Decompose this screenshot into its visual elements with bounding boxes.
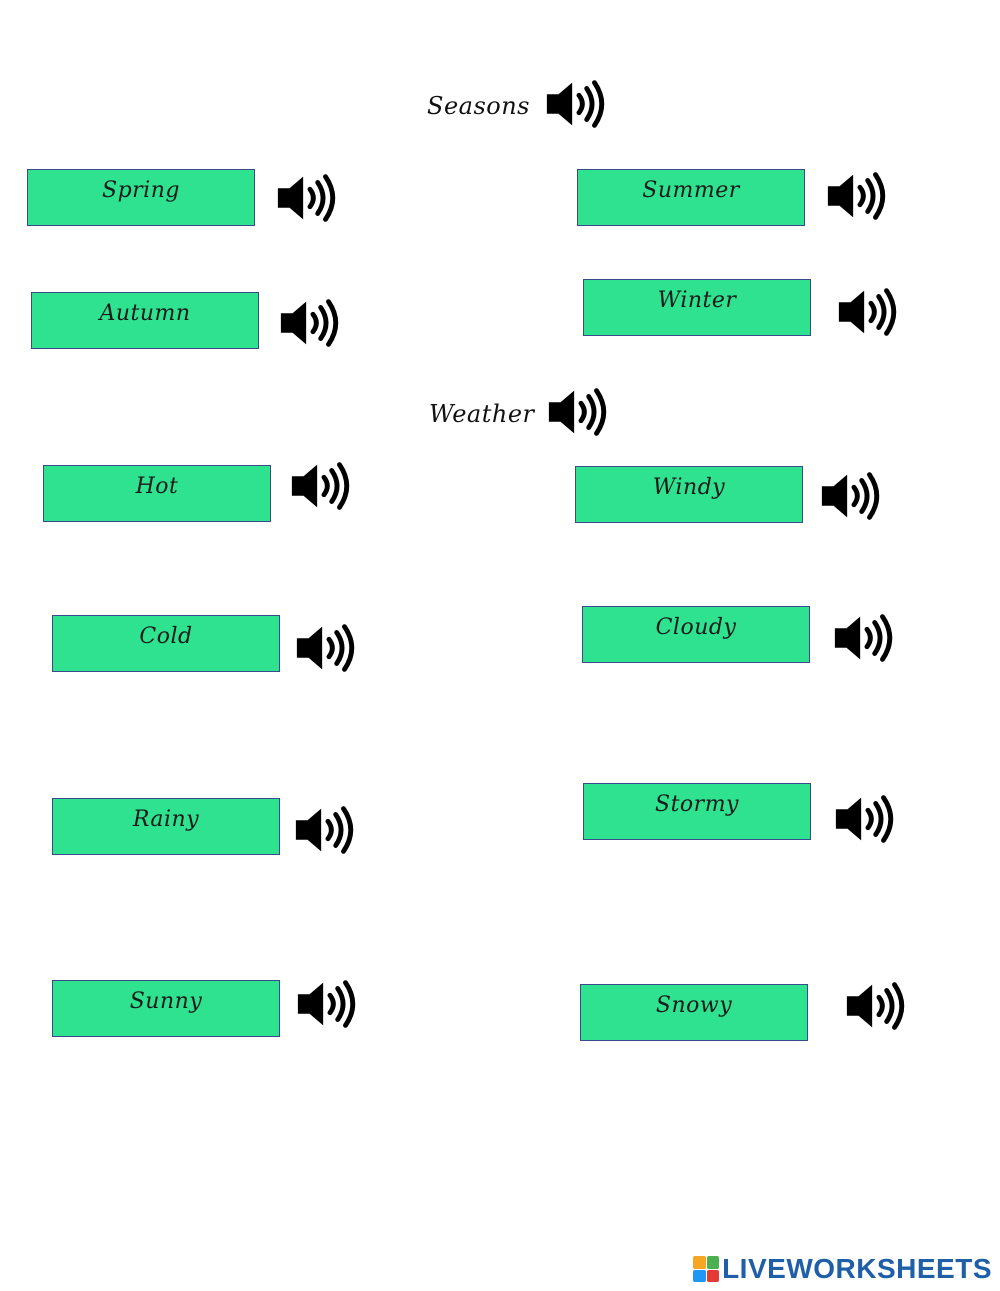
liveworksheets-logo-icon — [693, 1256, 720, 1282]
word-box-winter: Winter — [583, 279, 811, 336]
word-label: Cold — [139, 624, 193, 649]
word-label: Snowy — [655, 993, 733, 1018]
word-box-stormy: Stormy — [583, 783, 811, 840]
stormy-speaker-icon[interactable] — [832, 793, 900, 845]
word-label: Cloudy — [655, 615, 737, 640]
word-label: Autumn — [99, 301, 191, 326]
windy-speaker-icon[interactable] — [818, 470, 886, 522]
liveworksheets-brand[interactable]: LIVEWORKSHEETS — [693, 1253, 992, 1285]
brand-name: LIVEWORKSHEETS — [722, 1253, 992, 1284]
spring-speaker-icon[interactable] — [274, 172, 342, 224]
word-label: Sunny — [129, 989, 203, 1014]
word-box-windy: Windy — [575, 466, 803, 523]
word-label: Winter — [657, 288, 737, 313]
word-box-summer: Summer — [577, 169, 805, 226]
word-box-autumn: Autumn — [31, 292, 259, 349]
word-label: Windy — [652, 475, 726, 500]
weather-heading: Weather — [429, 400, 535, 428]
word-box-snowy: Snowy — [580, 984, 808, 1041]
word-label: Stormy — [655, 792, 739, 817]
cold-speaker-icon[interactable] — [293, 622, 361, 674]
word-box-sunny: Sunny — [52, 980, 280, 1037]
rainy-speaker-icon[interactable] — [292, 804, 360, 856]
word-label: Summer — [642, 178, 740, 203]
seasons-speaker-icon[interactable] — [543, 78, 611, 130]
word-box-spring: Spring — [27, 169, 255, 226]
word-box-rainy: Rainy — [52, 798, 280, 855]
summer-speaker-icon[interactable] — [824, 170, 892, 222]
seasons-heading: Seasons — [427, 92, 530, 120]
word-label: Hot — [135, 474, 179, 499]
winter-speaker-icon[interactable] — [835, 286, 903, 338]
word-label: Spring — [102, 178, 180, 203]
word-box-cold: Cold — [52, 615, 280, 672]
sunny-speaker-icon[interactable] — [294, 978, 362, 1030]
word-box-hot: Hot — [43, 465, 271, 522]
snowy-speaker-icon[interactable] — [843, 980, 911, 1032]
weather-speaker-icon[interactable] — [545, 386, 613, 438]
word-label: Rainy — [132, 807, 200, 832]
word-box-cloudy: Cloudy — [582, 606, 810, 663]
hot-speaker-icon[interactable] — [288, 460, 356, 512]
autumn-speaker-icon[interactable] — [277, 297, 345, 349]
cloudy-speaker-icon[interactable] — [831, 612, 899, 664]
